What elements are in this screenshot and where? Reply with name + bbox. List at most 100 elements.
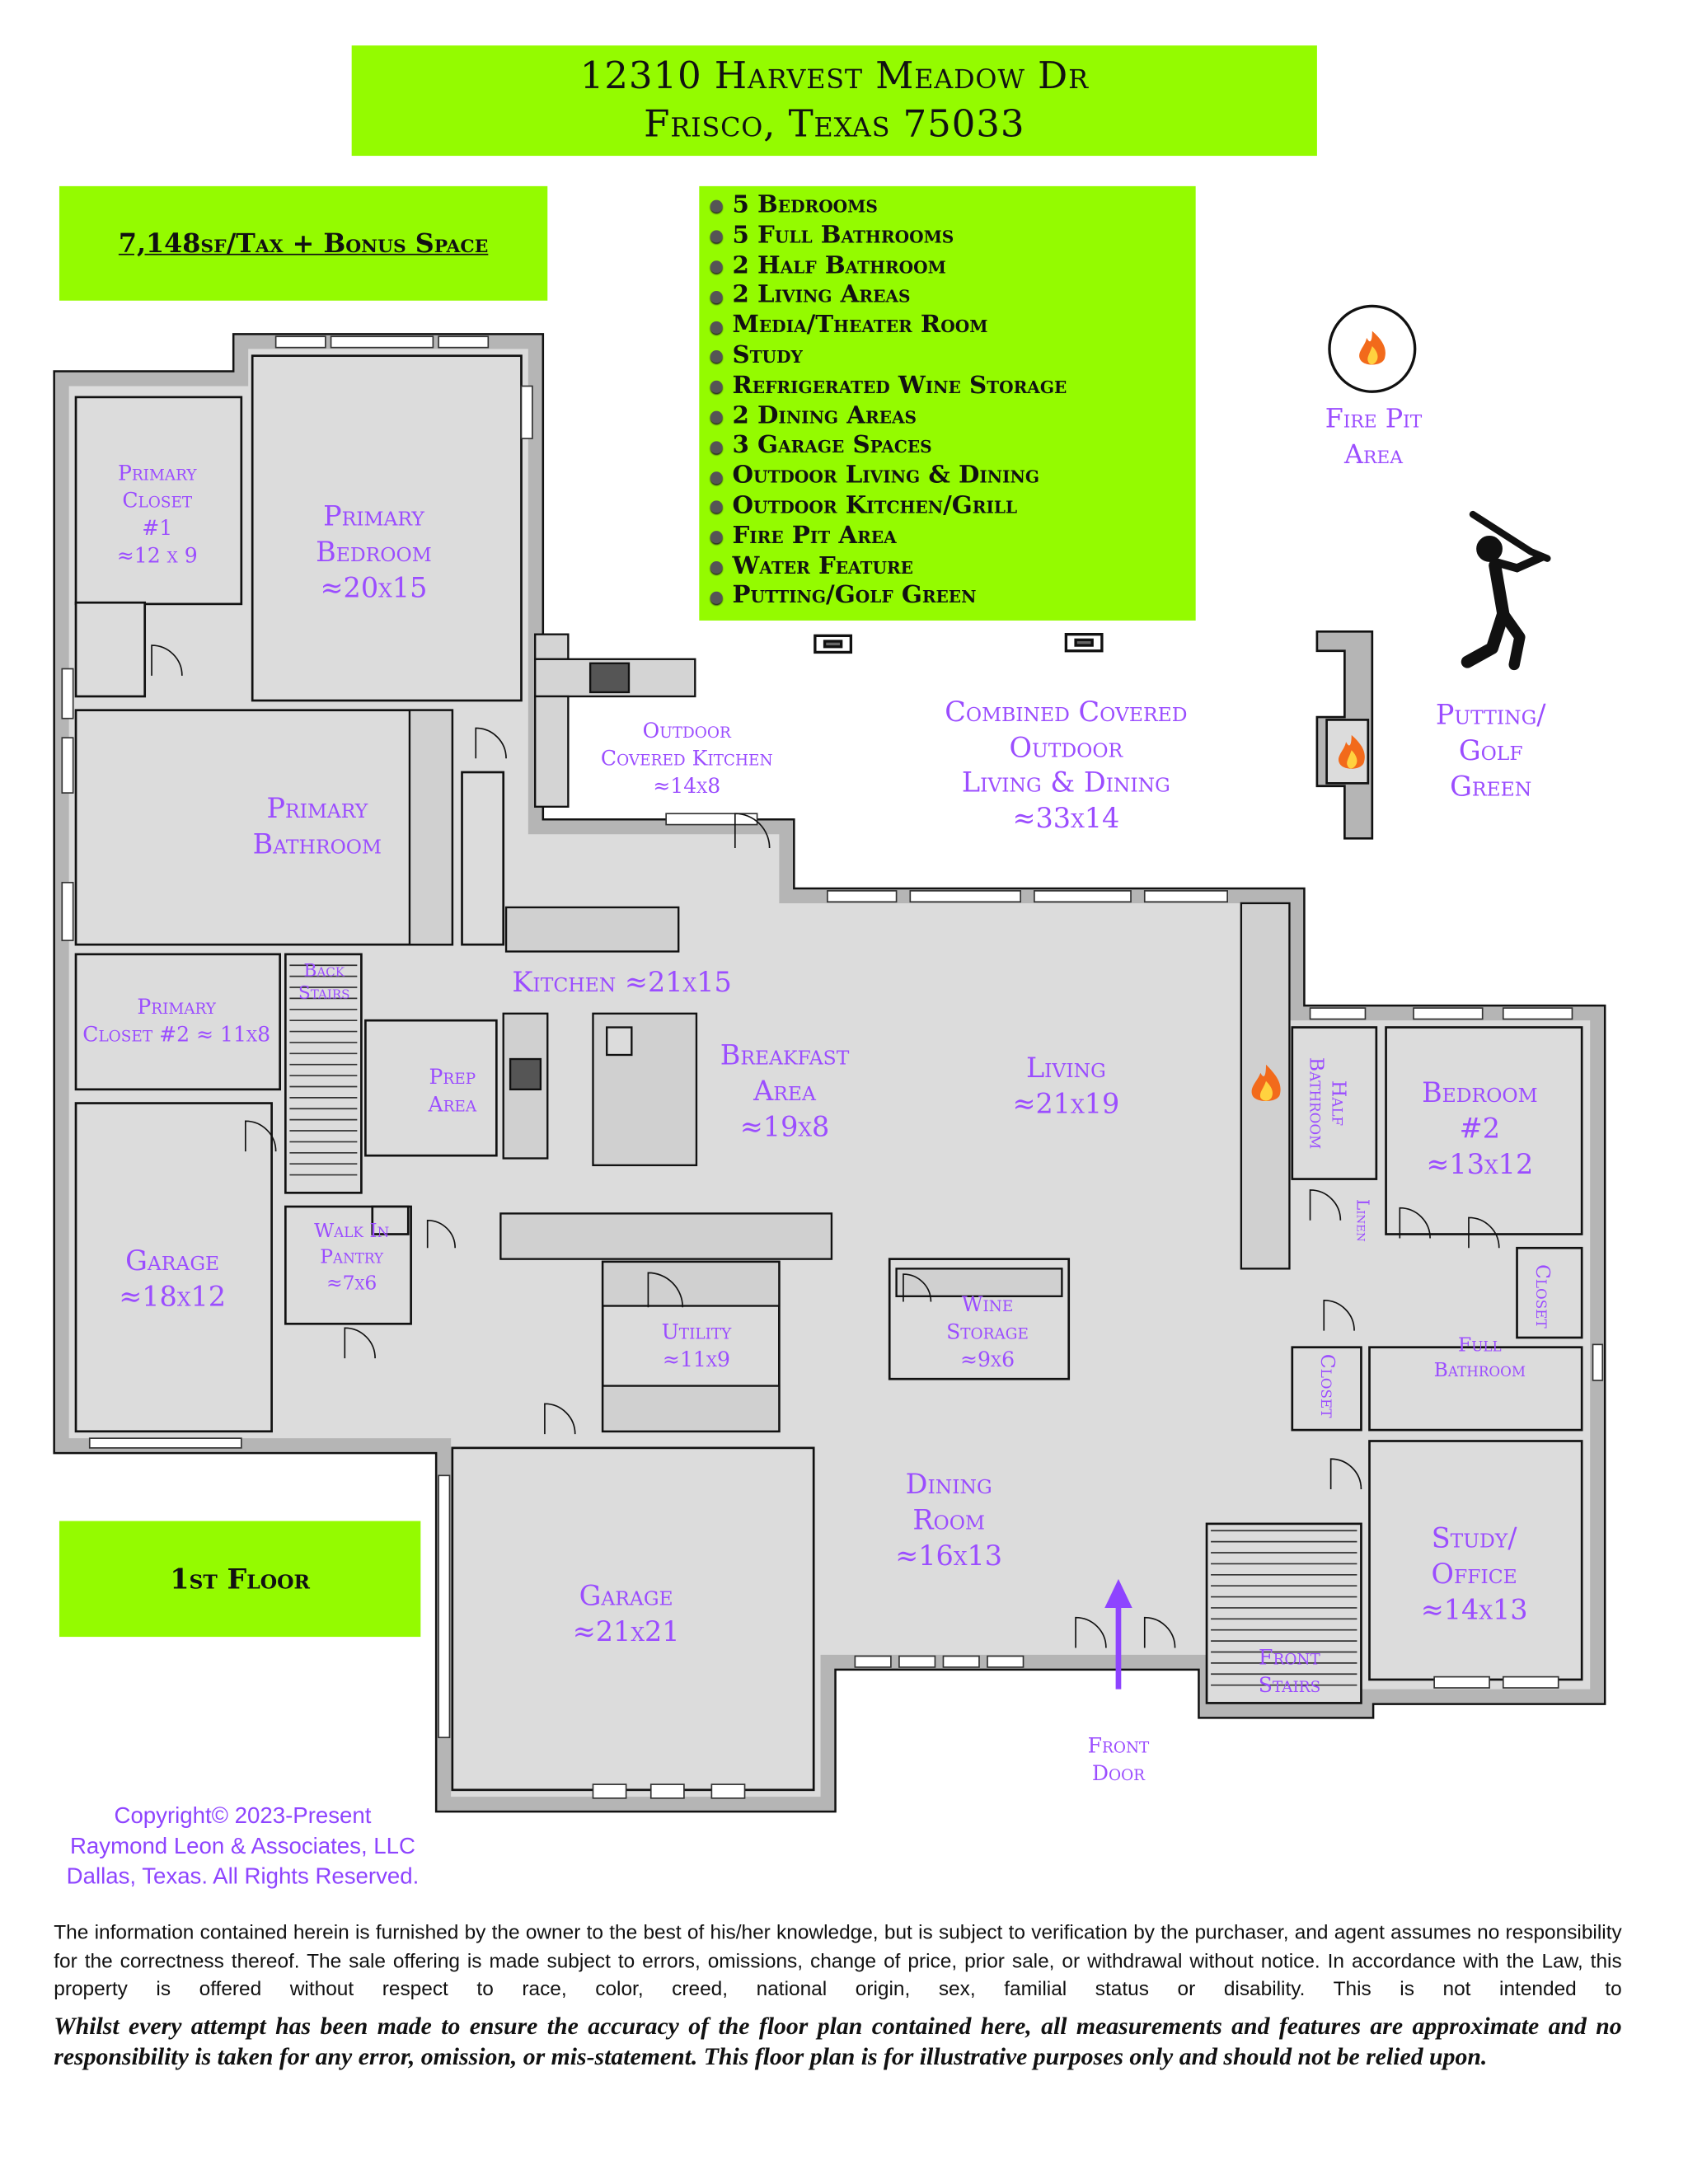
feature-item: Outdoor Living & Dining <box>710 462 1196 492</box>
room-label-living: Living≈21x19 <box>1012 1049 1119 1121</box>
door-swing <box>1323 1299 1355 1331</box>
room-label-line: Combined Covered <box>945 695 1188 729</box>
bullet-icon <box>710 591 723 604</box>
feature-text: 3 Garage Spaces <box>732 432 932 460</box>
room-label-line: ≈20x15 <box>320 570 428 604</box>
room-label-line: Putting/ <box>1435 697 1546 731</box>
room-label-line: Walk In <box>314 1220 390 1243</box>
door-swing <box>544 1403 576 1435</box>
floor-label-box: 1st Floor <box>59 1521 421 1638</box>
room-label-linen: Linen <box>1353 1199 1372 1242</box>
room-label-line: Dining <box>905 1467 992 1501</box>
fireplace-icon <box>1251 1064 1281 1102</box>
floor-label: 1st Floor <box>170 1562 311 1596</box>
room-label-line: Study/ <box>1431 1521 1517 1554</box>
bullet-icon <box>710 381 723 394</box>
room-wall <box>74 953 281 1091</box>
room-wall <box>74 1102 273 1433</box>
room-label-line: Closet <box>1531 1264 1554 1329</box>
room-label-line: Full <box>1458 1334 1502 1357</box>
door-swing <box>647 1272 684 1308</box>
bullet-icon <box>710 441 723 454</box>
feature-text: 2 Half Bathroom <box>732 251 946 279</box>
room-label-garage-left: Garage≈18x12 <box>119 1243 226 1315</box>
feature-text: Study <box>732 341 803 370</box>
door-swing <box>903 1273 932 1302</box>
feature-item: Outdoor Kitchen/Grill <box>710 492 1196 522</box>
outdoor-vents <box>814 632 1104 654</box>
room-label-line: Closet <box>1315 1353 1339 1418</box>
room-label-line: ≈9x6 <box>959 1347 1015 1372</box>
room-label-line: Back <box>303 961 345 982</box>
room-label-line: Pantry <box>320 1246 384 1269</box>
room-label-line: Front <box>1259 1645 1320 1671</box>
room-label-closet-hall: Closet <box>1315 1354 1338 1418</box>
door-swing <box>151 644 183 676</box>
room-label-line: Stairs <box>1258 1672 1321 1698</box>
room-label-line: Living <box>1025 1050 1106 1085</box>
door-swing <box>244 1120 277 1152</box>
room-wall <box>451 1446 815 1792</box>
room-label-line: ≈33x14 <box>1012 800 1120 834</box>
bullet-icon <box>710 260 723 274</box>
feature-text: Refrigerated Wine Storage <box>732 372 1067 400</box>
room-wall <box>1205 1522 1362 1704</box>
room-label-line: Utility <box>661 1319 732 1345</box>
feature-item: Refrigerated Wine Storage <box>710 372 1196 401</box>
room-label-line: Area <box>428 1092 477 1118</box>
room-wall <box>251 354 523 702</box>
room-wall <box>1368 1346 1583 1432</box>
room-wall <box>364 1019 498 1157</box>
room-label-line: ≈16x13 <box>895 1539 1003 1572</box>
room-label-line: ≈14x13 <box>1420 1592 1528 1626</box>
room-label-line: Fire Pit <box>1325 404 1423 435</box>
room-label-line: Front <box>1087 1733 1150 1759</box>
feature-item: Putting/Golf Green <box>710 583 1196 612</box>
building-outline <box>53 333 1606 1813</box>
stairs <box>289 964 1357 1686</box>
feature-item: 3 Garage Spaces <box>710 432 1196 462</box>
room-label-line: #1 <box>142 515 173 541</box>
room-label-line: ≈12 x 9 <box>116 543 198 569</box>
room-wall <box>461 771 505 946</box>
room-label-line: Garage <box>125 1244 220 1277</box>
bullet-icon <box>710 200 723 213</box>
copyright-line: Copyright© 2023-Present <box>114 1803 372 1829</box>
room-label-line: ≈19x8 <box>739 1109 830 1144</box>
putting-green-water-feature <box>1315 630 1374 840</box>
room-label-line: Primary <box>117 460 197 485</box>
room-label-line: Storage <box>946 1319 1029 1345</box>
room-label-line: Primary <box>137 994 216 1019</box>
room-wall <box>371 1205 410 1235</box>
door-swings <box>151 644 1500 1648</box>
door-swing <box>1309 1189 1342 1221</box>
room-label-line: Area <box>753 1074 816 1108</box>
feature-item: Fire Pit Area <box>710 523 1196 552</box>
room-label-line: Door <box>1091 1760 1146 1786</box>
room-label-line: Office <box>1431 1557 1517 1591</box>
feature-text: Water Feature <box>732 552 913 580</box>
door-swing <box>1143 1616 1176 1648</box>
room-label-line: Garage <box>579 1578 673 1612</box>
room-label-line: Kitchen ≈21x15 <box>512 965 732 999</box>
feature-item: Water Feature <box>710 552 1196 582</box>
room-label-line: Bathroom <box>1304 1057 1327 1150</box>
room-label-study-office: Study/Office≈14x13 <box>1421 1520 1528 1628</box>
bullet-icon <box>710 321 723 334</box>
feature-item: 5 Full Bathrooms <box>710 222 1196 251</box>
door-swing <box>426 1219 456 1249</box>
room-walls <box>74 354 1583 1792</box>
windows <box>61 335 1604 1799</box>
room-label-bedroom-2: Bedroom#2≈13x12 <box>1422 1074 1538 1182</box>
room-label-line: Wine <box>961 1291 1014 1317</box>
entry-arrow-icon <box>1104 1578 1132 1690</box>
room-label-line: Primary <box>266 791 368 825</box>
